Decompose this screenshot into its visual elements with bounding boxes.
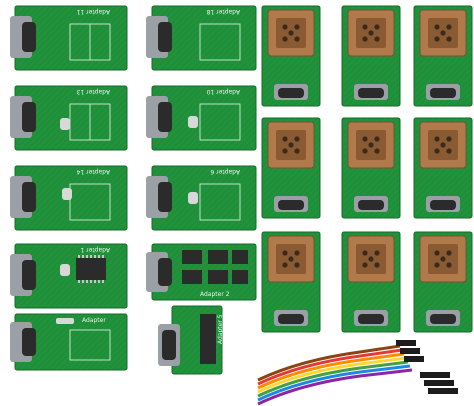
adapter-label: Adapter 18 <box>206 8 240 15</box>
plcc-board <box>413 231 473 333</box>
adapter-label: Adapter 1 <box>80 246 110 253</box>
adapter-board-c1-r2: Adapter 13 <box>10 85 128 151</box>
adapter-board-c2-r2: Adapter 10 <box>146 85 257 151</box>
plcc-board <box>261 117 321 219</box>
adapter-label: Adapter 11 <box>76 8 110 15</box>
adapter-board-c2-r3: Adapter 6 <box>146 165 257 231</box>
adapter-label: Adapter 10 <box>206 88 240 95</box>
plcc-board <box>413 117 473 219</box>
adapter-label: Adapter <box>82 317 106 324</box>
plcc-board <box>341 231 401 333</box>
adapter-label: Adapter 2 <box>200 291 230 298</box>
plcc-board <box>261 5 321 107</box>
adapter-board-c2-r5: Adapter 5 <box>158 305 224 375</box>
adapter-label: Adapter 14 <box>76 168 110 175</box>
adapter-board-c2-r1: Adapter 18 <box>146 5 257 71</box>
adapter-board-c1-r4: Adapter 1 <box>10 243 128 309</box>
adapter-label: Adapter 6 <box>210 168 240 175</box>
adapter-board-c1-r3: Adapter 14 <box>10 165 128 231</box>
plcc-board <box>341 117 401 219</box>
plcc-board <box>341 5 401 107</box>
plcc-board <box>261 231 321 333</box>
adapter-board-c1-r1: Adapter 11 <box>10 5 128 71</box>
plcc-socket-boards <box>261 5 473 333</box>
ribbon-cable <box>257 340 458 406</box>
plcc-board <box>413 5 473 107</box>
adapter-label: Adapter 13 <box>76 88 110 95</box>
adapter-board-c1-r5: Adapter <box>10 313 128 371</box>
adapter-board-c2-r4: Adapter 2 <box>146 243 257 301</box>
adapter-label: Adapter 5 <box>217 314 224 344</box>
